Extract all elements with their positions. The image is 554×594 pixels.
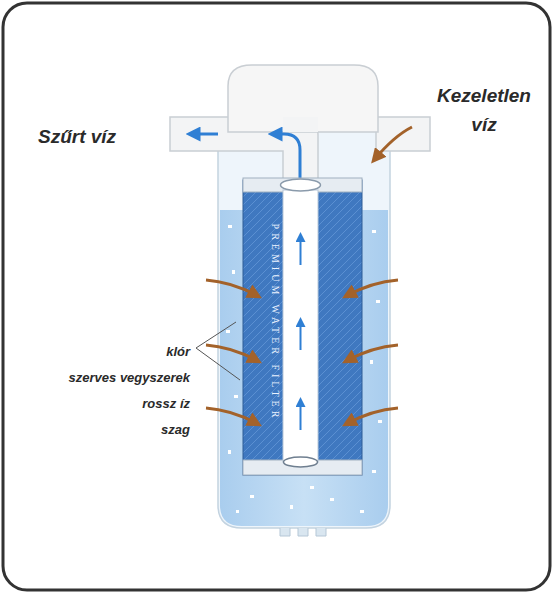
contaminant-label: szag bbox=[161, 422, 190, 438]
housing-bowl bbox=[218, 130, 390, 528]
flow-arrow bbox=[374, 127, 412, 160]
contaminant-label: klór bbox=[166, 344, 190, 360]
flow-arrows-in bbox=[206, 280, 398, 424]
pipe-joint bbox=[283, 117, 318, 132]
leader-lines bbox=[196, 322, 240, 380]
flow-arrow bbox=[190, 133, 218, 136]
watermark: PREMIUM WATER FILTER bbox=[270, 223, 281, 421]
bowl-feet bbox=[280, 528, 326, 536]
contaminant-label: szerves vegyszerek bbox=[69, 370, 190, 386]
inlet-label: Kezeletlen víz bbox=[425, 82, 543, 139]
flow-arrows-up bbox=[300, 235, 302, 430]
tube-opening bbox=[281, 179, 321, 191]
center-tube bbox=[283, 190, 318, 462]
tube-end bbox=[284, 457, 318, 467]
flow-arrow bbox=[272, 134, 300, 180]
filter-cartridge bbox=[243, 180, 362, 475]
contaminant-label: rossz íz bbox=[142, 396, 190, 412]
cartridge-cap bbox=[243, 178, 362, 192]
frame bbox=[3, 3, 550, 590]
outlet-label: Szűrt víz bbox=[38, 123, 116, 152]
filter-cap bbox=[228, 65, 378, 132]
